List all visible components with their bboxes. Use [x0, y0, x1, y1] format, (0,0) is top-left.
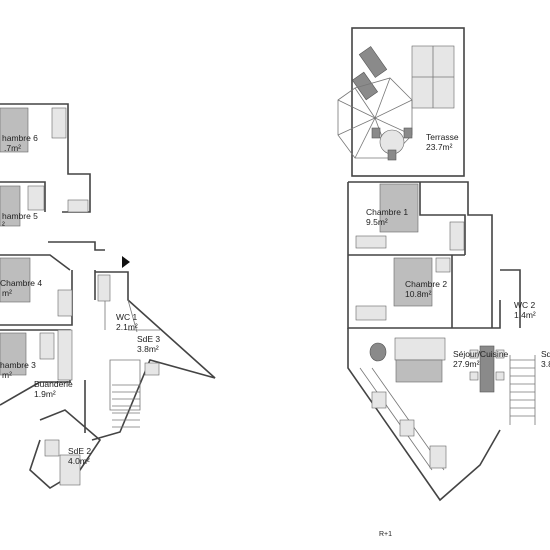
room-name-sde2: SdE 2: [68, 446, 91, 456]
room-name-wc1: WC 1: [116, 312, 138, 322]
sink-sde2: [44, 439, 60, 457]
bed-chambre6: [0, 107, 29, 153]
room-area-sejour: 27.9m²: [453, 359, 480, 369]
desk-chambre1: [355, 235, 387, 249]
room-name-chambre3: hambre 3: [0, 360, 36, 370]
entry-arrow-icon: [122, 256, 130, 268]
nightstand-chambre2: [435, 257, 451, 273]
room-area-chambre1: 9.5m²: [366, 217, 388, 227]
room-name-sejour: Séjour/Cuisine: [453, 349, 509, 359]
toilet-wc1: [97, 274, 111, 302]
room-area-buanderie: 1.9m²: [34, 389, 56, 399]
desk-chambre5: [67, 199, 89, 213]
room-name-chambre2: Chambre 2: [405, 279, 447, 289]
room-area-sde3: 3.8m²: [137, 344, 159, 354]
wardrobe-chambre4: [57, 289, 73, 317]
bed-chambre1: [379, 183, 419, 233]
room-name-wc2: WC 2: [514, 300, 536, 310]
sink: [371, 391, 387, 409]
shower-sde2: [59, 454, 81, 486]
room-area-chambre3: m²: [2, 370, 12, 380]
room-area-chambre2: 10.8m²: [405, 289, 432, 299]
sink-sde3: [144, 362, 160, 376]
bed-chambre4: [0, 257, 31, 303]
room-name-sde3: SdE 3: [137, 334, 160, 344]
level-label: R+1: [379, 531, 392, 538]
wardrobe-chambre6: [51, 107, 67, 139]
room-name-chambre5: hambre 5: [2, 211, 38, 221]
right-plan: Terrasse 23.7m² Chambre 1 9.5m² Chambre …: [337, 27, 550, 538]
desk-chambre2: [355, 305, 387, 321]
lounger-2: [351, 71, 379, 101]
room-area-wc2: 1.4m²: [514, 310, 536, 320]
armchair: [369, 342, 387, 362]
room-area-chambre6: .7m²: [4, 143, 21, 153]
bed-chambre2: [393, 257, 433, 307]
dining-table: [479, 345, 495, 393]
room-area-terrasse: 23.7m²: [426, 142, 453, 152]
room-area-sde2: 4.0m²: [68, 456, 90, 466]
closet-chambre3: [57, 329, 73, 381]
room-name-sde-right: Sd: [541, 349, 550, 359]
bed-chambre3: [0, 332, 27, 376]
lounger-1: [358, 46, 388, 78]
room-area-sde-right: 3.8: [541, 359, 550, 369]
terrasse-outline: [351, 27, 465, 177]
room-name-chambre4: Chambre 4: [0, 278, 42, 288]
rug: [394, 337, 446, 361]
wardrobe-chambre3: [39, 332, 55, 360]
cooktop: [399, 419, 415, 437]
room-area-chambre4: m²: [2, 288, 12, 298]
sofa: [395, 359, 443, 383]
wardrobe-chambre5: [27, 185, 45, 211]
room-area-wc1: 2.1m²: [116, 322, 138, 332]
room-name-terrasse: Terrasse: [426, 132, 459, 142]
room-area-chambre5: ²: [2, 220, 5, 230]
room-name-chambre1: Chambre 1: [366, 207, 408, 217]
wardrobe-chambre1: [449, 221, 465, 251]
fridge: [429, 445, 447, 469]
stairs-right: [509, 355, 536, 425]
left-plan: hambre 6 .7m² hambre 5 ² Chambre 4 m² ha…: [0, 103, 216, 489]
room-name-buanderie: Buanderie: [34, 379, 73, 389]
bed-chambre5: [0, 185, 21, 227]
room-name-chambre6: hambre 6: [2, 133, 38, 143]
stairs-left: [112, 384, 140, 428]
